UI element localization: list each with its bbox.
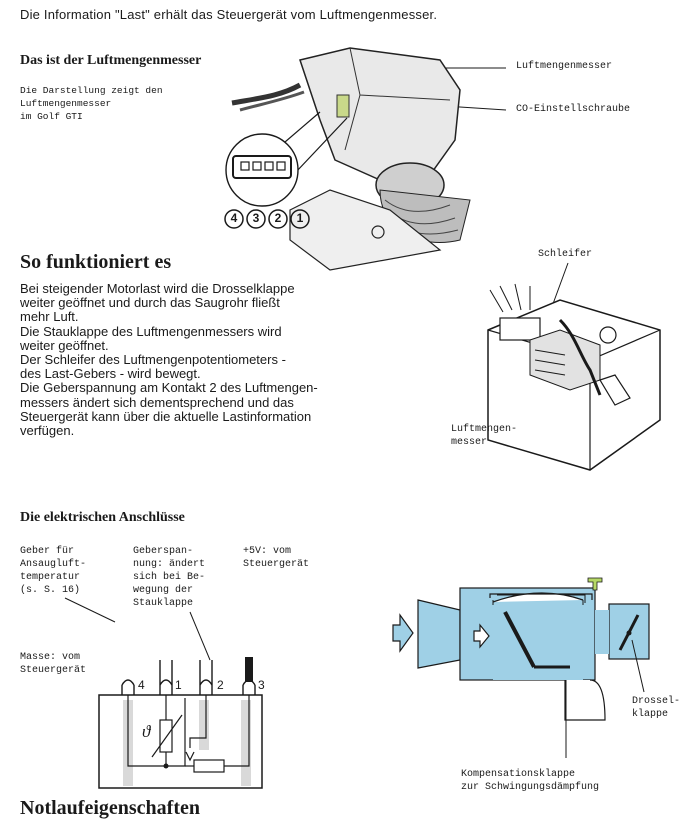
section-title-luftmengenmesser: Das ist der Luftmengenmesser: [20, 53, 202, 68]
terminal-label-4: 4: [138, 678, 145, 692]
pin-label-3: 3: [252, 211, 260, 225]
label-schleifer: Schleifer: [538, 249, 593, 260]
label-luftmengenmesser-2: Luftmengen- messer: [451, 424, 518, 448]
terminal-label-2: 2: [217, 678, 224, 692]
label-geber: Geber für Ansaugluft- temperatur (s. S. …: [20, 546, 87, 596]
theta-symbol: ϑ: [142, 722, 151, 741]
label-luftmengenmesser: Luftmengenmesser: [516, 61, 613, 72]
pin-label-2: 2: [274, 211, 282, 225]
intro-text: Die Information "Last" erhält das Steuer…: [20, 7, 438, 22]
terminal-label-3: 3: [258, 678, 265, 692]
label-plus5v: +5V: vom Steuergerät: [243, 546, 310, 570]
section-title-notlauf: Notlaufeigenschaften: [20, 797, 200, 819]
function-paragraph: Bei steigender Motorlast wird die Drosse…: [20, 281, 318, 439]
figure-caption: Die Darstellung zeigt den Luftmengenmess…: [20, 85, 163, 122]
label-co-screw: CO-Einstellschraube: [516, 104, 631, 115]
label-geberspannung: Geberspan- nung: ändert sich bei Be- weg…: [133, 546, 206, 609]
label-drosselklappe: Drossel- klappe: [632, 696, 681, 720]
pin-label-1: 1: [296, 211, 304, 225]
section-title-funktion: So funktioniert es: [20, 251, 172, 273]
pin-label-4: 4: [230, 211, 238, 225]
label-masse: Masse: vom Steuergerät: [20, 652, 87, 676]
label-kompensationsklappe: Kompensationsklappe zur Schwingungsdämpf…: [461, 769, 600, 793]
terminal-label-1: 1: [175, 678, 182, 692]
section-title-anschluesse: Die elektrischen Anschlüsse: [20, 510, 185, 525]
